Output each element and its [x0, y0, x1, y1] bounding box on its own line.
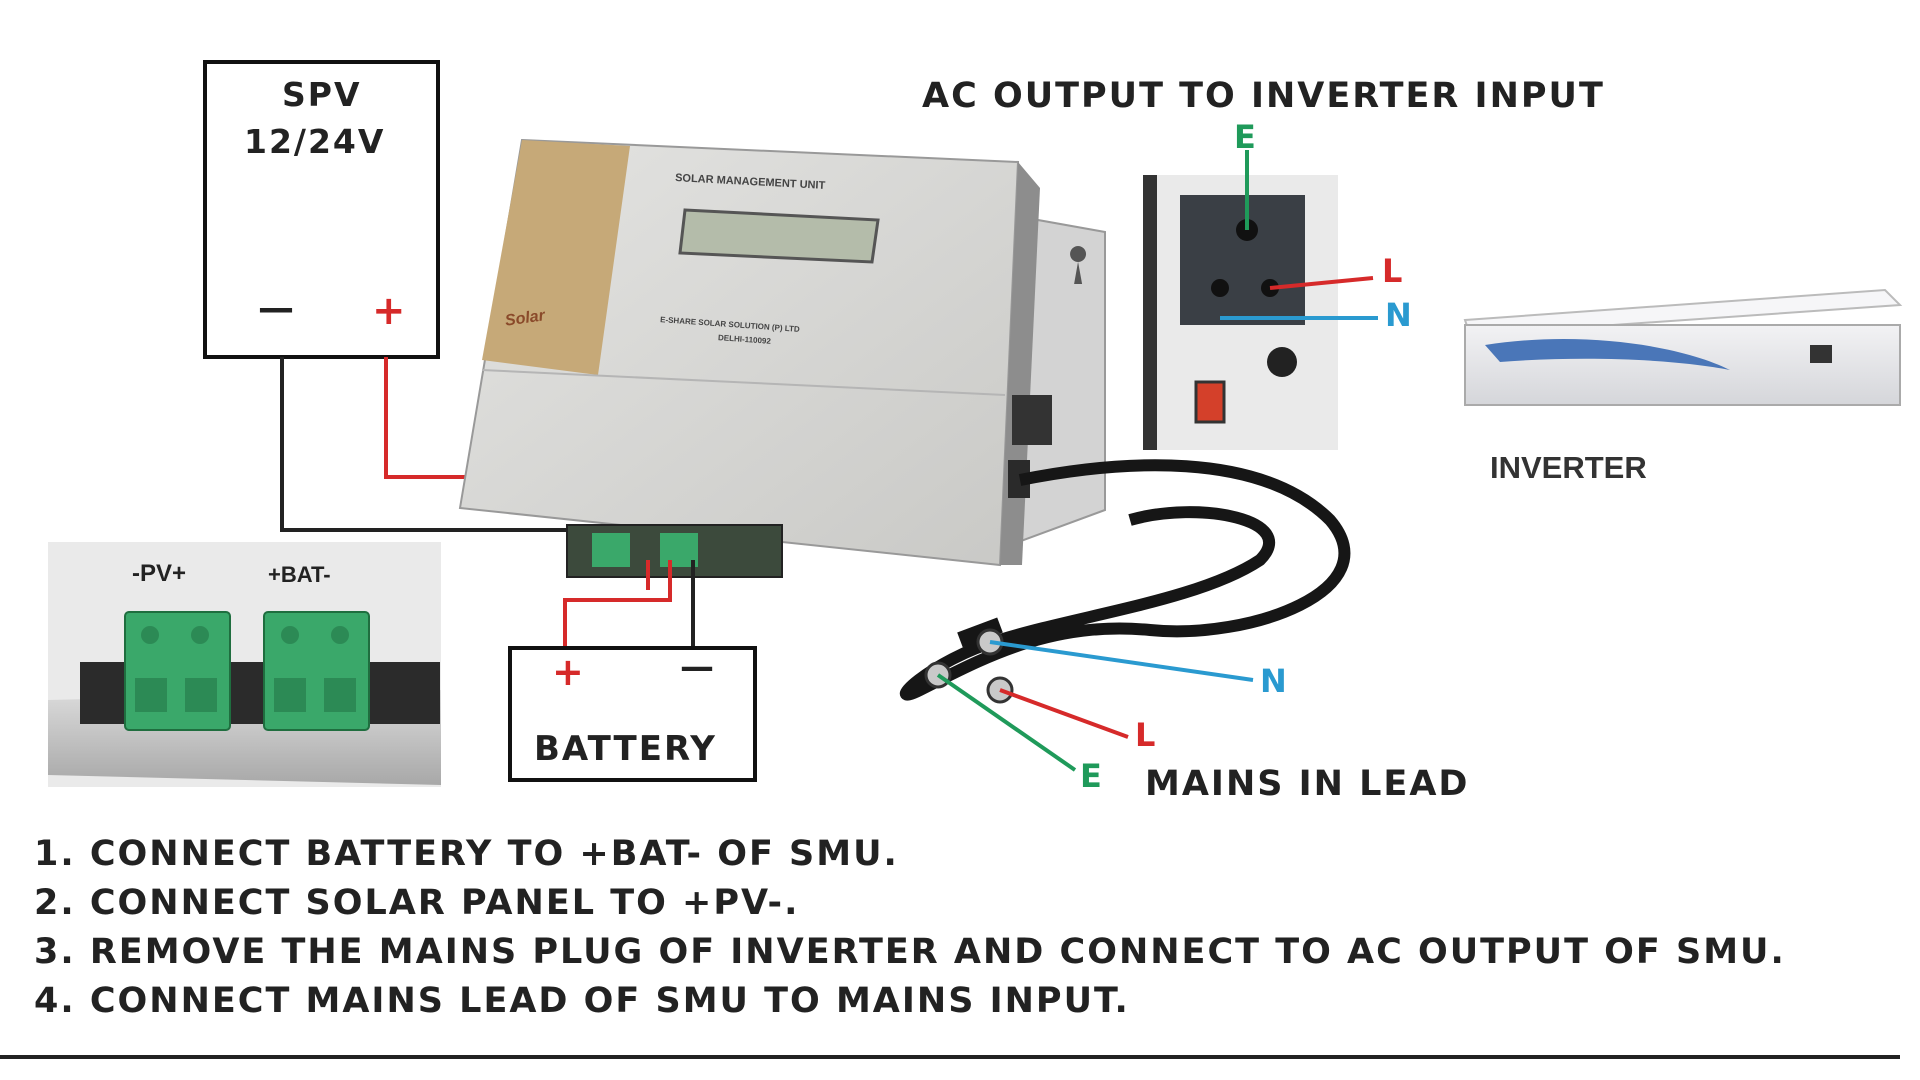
ac-live-label: L [1382, 252, 1403, 290]
ac-neutral-label: N [1385, 296, 1412, 334]
instruction-list: 1. CONNECT BATTERY TO +BAT- OF SMU. 2. C… [34, 830, 1786, 1026]
controller-face-divider [481, 369, 1006, 396]
battery-box [508, 646, 757, 782]
mains-earth-label: E [1080, 757, 1102, 795]
spv-title: SPV [282, 75, 362, 114]
mains-cable-end [957, 617, 1003, 648]
controller-side-port [1008, 460, 1030, 498]
instruction-step-3: 3. REMOVE THE MAINS PLUG OF INVERTER AND… [34, 932, 1786, 972]
keyhole-slot [1070, 246, 1087, 284]
battery-positive-symbol: + [552, 650, 586, 694]
lcd-screen [678, 208, 880, 264]
spv-box [203, 60, 440, 359]
spv-negative-wire [280, 357, 580, 532]
bat-terminal-block [263, 611, 370, 731]
ac-output-title: AC OUTPUT TO INVERTER INPUT [922, 76, 1605, 116]
spv-positive-symbol: + [372, 288, 408, 334]
mains-live-lead [999, 688, 1129, 739]
ac-live-lead [1269, 276, 1374, 290]
ac-earth-label: E [1234, 118, 1256, 156]
controller-terminal-1 [592, 533, 630, 567]
socket-plate [1180, 195, 1305, 325]
instruction-step-4: 4. CONNECT MAINS LEAD OF SMU TO MAINS IN… [34, 981, 1130, 1021]
socket-power-switch [1194, 380, 1226, 424]
spv-negative-symbol: — [258, 288, 296, 329]
battery-label: BATTERY [534, 729, 717, 769]
mains-neutral-label: N [1260, 662, 1287, 700]
mains-earth-lead [936, 673, 1077, 772]
inverter-label: INVERTER [1490, 450, 1647, 485]
inverter-swoosh [1485, 339, 1730, 370]
battery-positive-wire [563, 560, 672, 660]
spv-voltage: 12/24V [244, 122, 386, 161]
brand-strip [482, 140, 630, 375]
socket-fuse-knob [1267, 347, 1297, 377]
mains-lead-label: MAINS IN LEAD [1145, 764, 1470, 804]
controller-side-switch [1012, 395, 1052, 445]
pv-terminal-block [124, 611, 231, 731]
instruction-step-1: 1. CONNECT BATTERY TO +BAT- OF SMU. [34, 834, 899, 874]
socket-panel-edge [1143, 175, 1157, 450]
socket-neutral-hole [1211, 279, 1229, 297]
mains-live-label: L [1135, 716, 1156, 754]
instruction-step-2: 2. CONNECT SOLAR PANEL TO +PV-. [34, 883, 800, 923]
pv-terminal-label: -PV+ [132, 560, 187, 587]
inverter-power-button [1810, 345, 1832, 363]
bottom-divider [0, 1055, 1900, 1059]
bat-terminal-label: +BAT- [268, 562, 331, 587]
mains-neutral-lead [989, 640, 1254, 682]
inverter-body [1464, 324, 1901, 406]
battery-negative-symbol: — [680, 647, 716, 687]
